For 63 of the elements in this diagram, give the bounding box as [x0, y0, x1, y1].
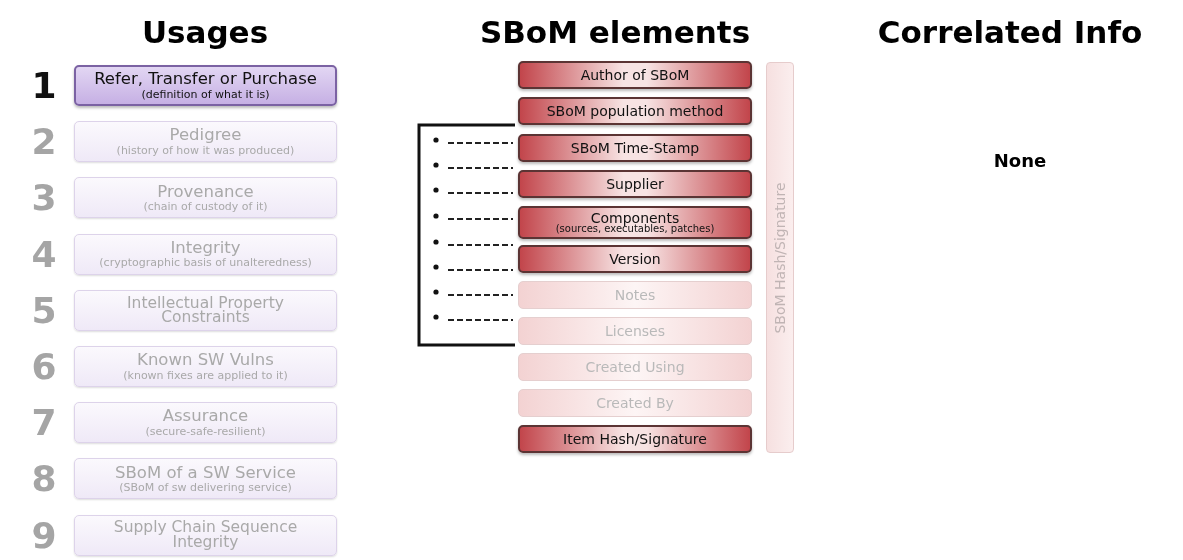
usage-box — [74, 289, 337, 331]
box-title: Created By — [596, 396, 674, 410]
step-number: 9 — [30, 517, 58, 554]
element-box — [518, 97, 752, 125]
step-number: 6 — [30, 349, 58, 385]
box-title: SBoM population method — [546, 104, 724, 118]
box-subtitle: (chain of custody of it) — [143, 201, 268, 213]
step-number: 1 — [30, 68, 58, 104]
box-title: Intellectual Property Constraints — [126, 295, 285, 325]
column-heading: Usages — [141, 14, 269, 50]
box-title: Version — [609, 252, 661, 266]
box-title: Supply Chain Sequence Integrity — [112, 520, 299, 550]
usage-box — [74, 514, 337, 556]
signature-band — [766, 62, 794, 453]
step-number: 2 — [30, 124, 58, 161]
element-box — [518, 389, 752, 417]
usage-box — [74, 65, 337, 106]
band-label: SBoM Hash/Signature — [773, 181, 787, 334]
element-box — [518, 245, 752, 273]
column-heading: SBoM elements — [479, 14, 751, 50]
box-subtitle: (known fixes are applied to it) — [123, 369, 288, 381]
value-text: None — [993, 150, 1047, 171]
box-subtitle: (history of how it was produced) — [116, 144, 295, 156]
box-subtitle: (SBoM of sw delivering service) — [119, 482, 292, 494]
box-title: Created Using — [585, 360, 685, 374]
step-number: 5 — [30, 292, 58, 329]
usage-box — [74, 121, 337, 163]
element-box — [518, 425, 752, 453]
element-box — [518, 353, 752, 381]
step-number: 3 — [30, 180, 58, 217]
box-title: SBoM of a SW Service — [115, 464, 296, 482]
box-title: Item Hash/Signature — [563, 432, 707, 446]
box-subtitle: (sources, executables, patches) — [555, 224, 715, 234]
box-subtitle: (definition of what it is) — [141, 88, 270, 100]
box-title: Provenance — [157, 183, 254, 201]
box-title: Known SW Vulns — [137, 352, 274, 369]
usage-box — [74, 233, 337, 275]
usage-box — [74, 346, 337, 387]
box-title: Assurance — [162, 408, 249, 425]
box-title: Refer, Transfer or Purchase — [94, 71, 317, 88]
box-subtitle: (cryptographic basis of unalteredness) — [99, 257, 312, 269]
element-box — [518, 281, 752, 309]
column-heading: Correlated Info — [877, 14, 1143, 50]
element-box — [518, 206, 752, 239]
step-number: 8 — [30, 461, 58, 498]
usage-box — [74, 402, 337, 444]
step-number: 7 — [30, 405, 58, 442]
box-title: SBoM Time-Stamp — [570, 141, 700, 155]
box-title: Notes — [614, 288, 656, 302]
box-title: Integrity — [170, 239, 241, 257]
box-title: Licenses — [604, 324, 666, 338]
box-title: Components — [590, 211, 680, 225]
usage-box — [74, 458, 337, 500]
element-box — [518, 170, 752, 198]
box-title: Author of SBoM — [580, 68, 690, 82]
box-title: Supplier — [606, 177, 664, 191]
element-box — [518, 61, 752, 89]
element-box — [518, 134, 752, 162]
element-box — [518, 317, 752, 345]
usage-box — [74, 177, 337, 219]
box-title: Pedigree — [169, 127, 242, 144]
box-subtitle: (secure-safe-resilient) — [145, 425, 266, 437]
step-number: 4 — [30, 236, 58, 273]
